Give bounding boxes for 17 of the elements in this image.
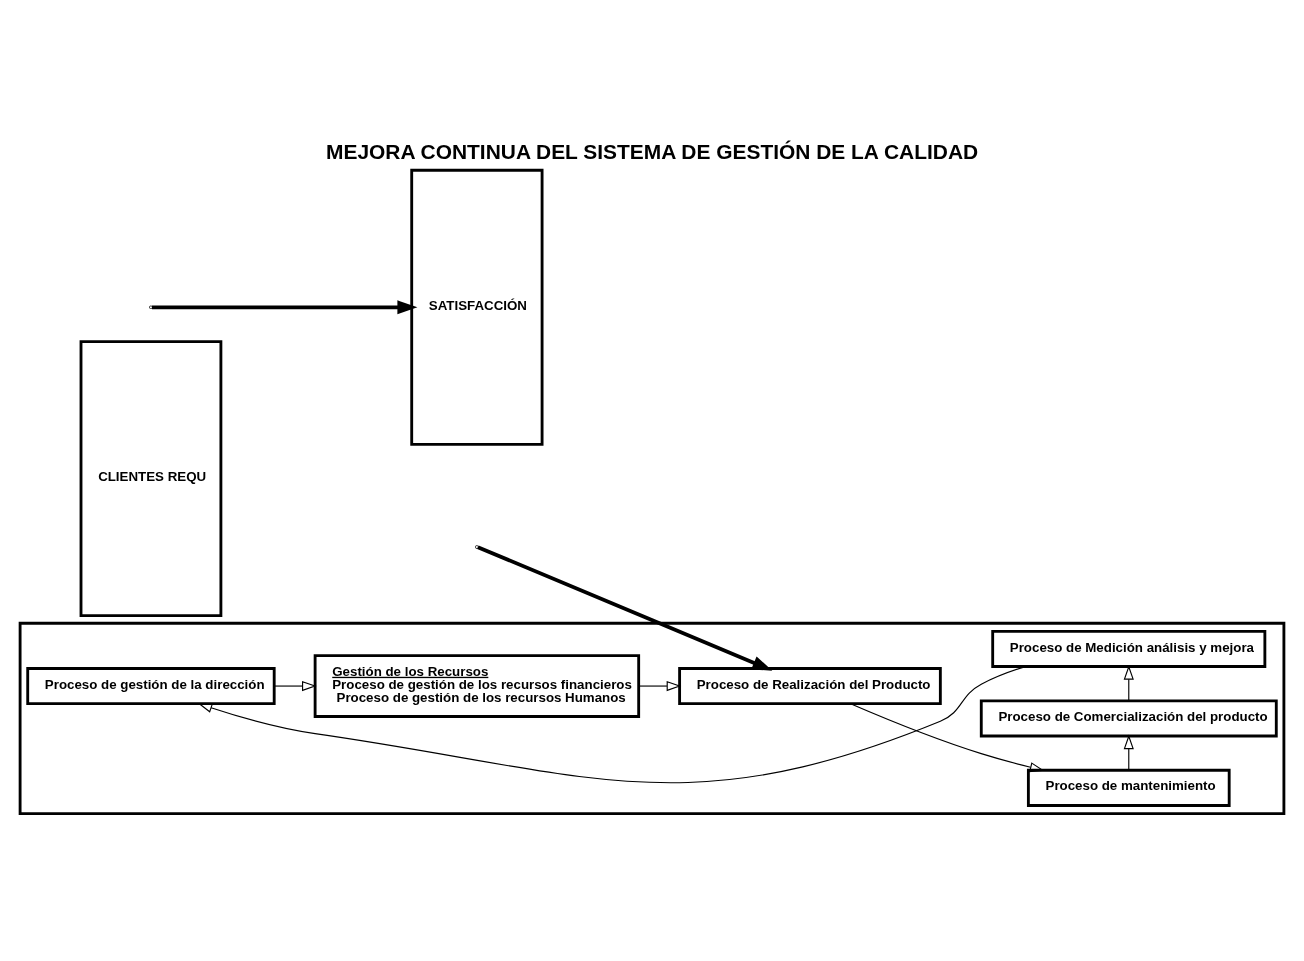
arrow — [638, 680, 682, 692]
node-box: SATISFACCIÓN — [410, 168, 544, 446]
arrow — [477, 545, 773, 671]
arrow — [1123, 665, 1134, 702]
cluster — [18, 621, 1286, 815]
node-box: Proceso de gestión de la dirección — [26, 667, 276, 706]
node-box: Gestión de los Recursos Proceso de gestión de los recursos financieros Proceso de gestión de los recursos Humanos — [313, 654, 641, 718]
diagram-title: MEJORA CONTINUA DEL SISTEMA DE GESTIÓN DE LA CALIDAD — [326, 140, 979, 164]
arrow — [850, 703, 1045, 773]
arrow — [1123, 734, 1134, 771]
node-box: Proceso de Medición análisis y mejora — [991, 629, 1267, 668]
node-box: CLIENTES REQU — [79, 340, 223, 618]
node-box: Proceso de Realización del Producto — [678, 667, 942, 706]
node-box: Proceso de Comercialización del producto — [979, 699, 1278, 738]
arrow — [151, 300, 418, 315]
arrow — [273, 680, 317, 692]
node-box: Proceso de mantenimiento — [1026, 768, 1231, 807]
